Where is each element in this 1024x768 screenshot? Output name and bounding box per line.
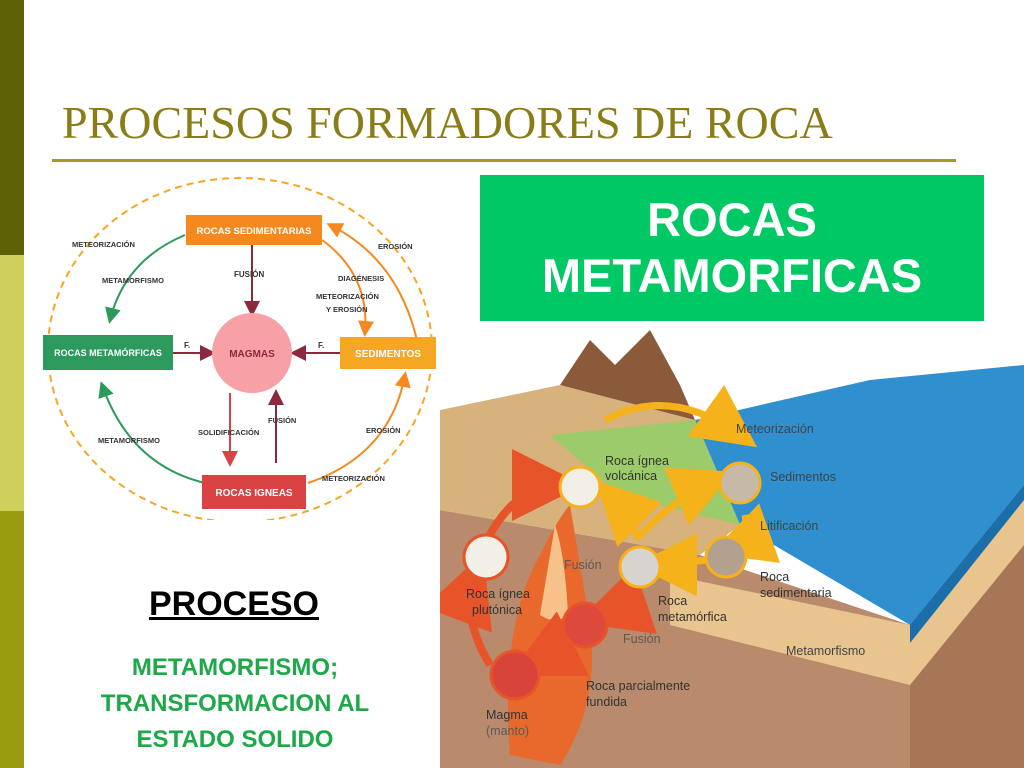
label-roca-volcanica-1: Roca ígnea: [605, 454, 669, 468]
label-fusion-top: FUSIÓN: [234, 270, 264, 279]
sample-sedimentary: [704, 535, 748, 579]
circle-magmas: [212, 313, 292, 393]
proceso-heading: PROCESO: [148, 585, 320, 623]
label-roca-parcial-1: Roca parcialmente: [586, 679, 690, 693]
box-title-line2: METAMORFICAS: [541, 249, 923, 302]
label-roca-plutonica-2: plutónica: [472, 603, 522, 617]
description-line1: METAMORFISMO;: [131, 654, 339, 681]
label-fusion-bottom: FUSIÓN: [268, 416, 296, 425]
description-line2: TRANSFORMACION AL: [100, 690, 370, 717]
sample-sediment: [718, 461, 762, 505]
label-f-right: F.: [318, 341, 324, 350]
arrow-sedimentarias-to-sedimentos: [321, 239, 374, 337]
label-rocas-igneas: ROCAS IGNEAS: [215, 488, 293, 499]
arrow-igneas-to-sedimentos: [307, 371, 411, 484]
slide-title: PROCESOS FORMADORES DE ROCA: [62, 97, 833, 148]
label-metamorfismo-bottom-left: METAMORFISMO: [98, 436, 160, 445]
label-meteorizacion-top-left: METEORIZACIÓN: [72, 240, 135, 249]
label-roca-plutonica-1: Roca ígnea: [466, 587, 530, 601]
arrow-igneas-to-metamorficas: [98, 381, 206, 484]
sample-partial: [561, 601, 609, 649]
label-erosion-bottom-right: EROSIÓN: [366, 426, 401, 435]
box-rocas-metamorficas: [43, 335, 173, 370]
box-rocas-sedimentarias: [186, 215, 322, 245]
label-magma-1: Magma: [486, 708, 528, 722]
label-magma-2: (manto): [486, 724, 529, 738]
box-rocas-igneas: [202, 475, 306, 509]
label-roca-metamorfica-2: metamórfica: [658, 610, 727, 624]
label-fusion-lower: Fusión: [623, 632, 661, 646]
arrow-sedimentarias-to-metamorficas: [105, 234, 186, 324]
label-sedimentos: SEDIMENTOS: [355, 349, 421, 360]
arrow-sedimentos-to-sedimentarias: [326, 223, 419, 346]
block-mountains: [560, 330, 695, 420]
sidebar-stripe-middle: [0, 255, 24, 511]
label-meteorizacion: Meteorización: [736, 422, 814, 436]
title-underline: [52, 159, 956, 162]
block-sand-layer: [670, 485, 1024, 685]
label-roca-sedimentaria-1: Roca: [760, 570, 789, 584]
label-sedimentos: Sedimentos: [770, 470, 836, 484]
label-erosion-top-right: EROSIÓN: [378, 242, 413, 251]
label-metamorfismo-top-left: METAMORFISMO: [102, 276, 164, 285]
arrow-magma-to-plutonic: [440, 552, 494, 668]
block-sea-right: [910, 485, 1024, 643]
rock-cycle-diagram: ROCAS SEDIMENTARIAS ROCAS METAMÓRFICAS M…: [43, 177, 436, 520]
box-sedimentos: [340, 337, 436, 369]
label-diagenesis: DIAGÉNESIS: [338, 274, 384, 283]
description-line3: ESTADO SOLIDO: [136, 726, 334, 753]
sample-plutonic: [462, 533, 510, 581]
sample-magma: [489, 649, 541, 701]
label-rocas-metamorficas: ROCAS METAMÓRFICAS: [54, 347, 162, 358]
label-roca-metamorfica-1: Roca: [658, 594, 687, 608]
magma-upper: [540, 525, 568, 620]
label-meteorizacion-bottom-right: METEORIZACIÓN: [322, 474, 385, 483]
label-f-left: F.: [184, 341, 190, 350]
block-sea-surface: [695, 365, 1024, 625]
sample-volcanic: [558, 465, 602, 509]
sidebar-stripe: [0, 0, 24, 768]
label-magmas: MAGMAS: [229, 349, 275, 360]
label-roca-volcanica-2: volcánica: [605, 469, 657, 483]
arrow-volcanic-to-sediment: [603, 384, 758, 448]
label-litificacion: Litificación: [760, 519, 818, 533]
label-metamorfismo: Metamorfismo: [786, 644, 865, 658]
label-solidificacion: SOLIDIFICACIÓN: [198, 428, 259, 437]
box-title-line1: ROCAS: [647, 193, 817, 246]
label-roca-parcial-2: fundida: [586, 695, 627, 709]
label-meteorizacion-middle: METEORIZACIÓN: [316, 292, 379, 301]
label-fusion-upper: Fusión: [564, 558, 602, 572]
label-rocas-sedimentarias: ROCAS SEDIMENTARIAS: [197, 226, 312, 237]
sidebar-stripe-bottom: [0, 511, 24, 768]
arrow-metamorphic-to-sediment: [637, 467, 735, 538]
sidebar-stripe-top: [0, 0, 24, 255]
proceso-description: METAMORFISMO; TRANSFORMACION AL ESTADO S…: [50, 650, 420, 758]
label-roca-sedimentaria-2: sedimentaria: [760, 586, 832, 600]
sample-metamorphic: [618, 545, 662, 589]
geology-block-diagram: Meteorización Roca ígnea volcánica Sedim…: [440, 330, 1024, 768]
rocas-metamorficas-box: ROCAS METAMORFICAS: [480, 175, 984, 321]
label-y-erosion: Y EROSIÓN: [326, 305, 368, 314]
